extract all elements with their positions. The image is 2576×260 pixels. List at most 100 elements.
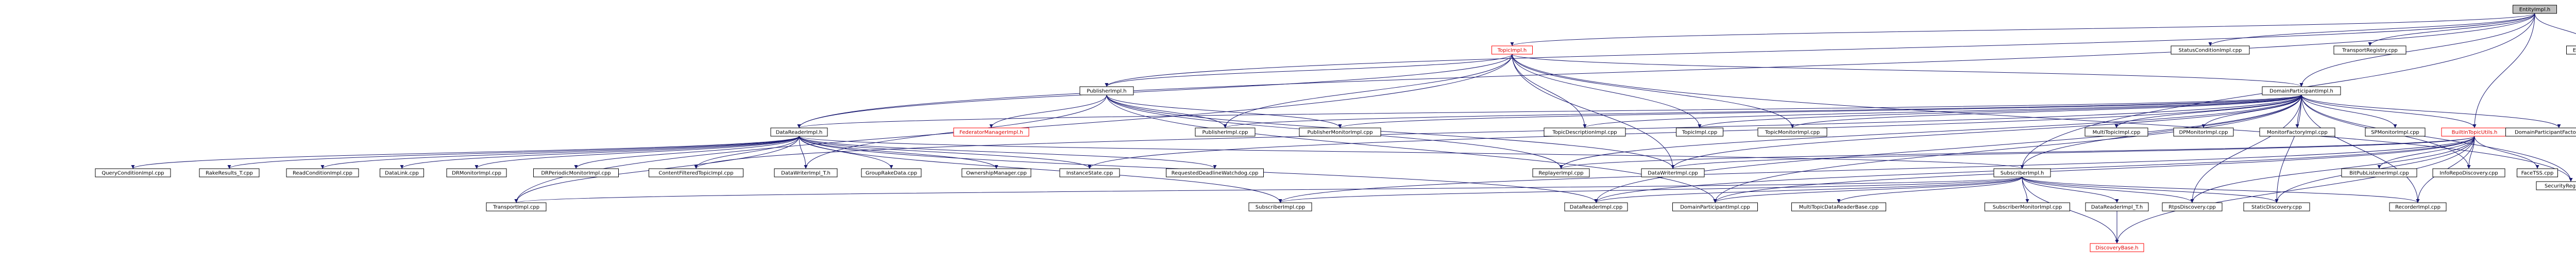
node-requesteddeadlinewatchdog-cpp[interactable]: RequestedDeadlineWatchdog.cpp xyxy=(1166,168,1264,177)
edge-domainparticipantimpl-h-to-datawriterimpl-cpp xyxy=(1671,94,2302,169)
node-datareaderimpl-h[interactable]: DataReaderImpl.h xyxy=(770,127,828,137)
node-box xyxy=(2162,202,2223,212)
node-label: FaceTSS.cpp xyxy=(2521,171,2554,176)
node-label: ReadConditionImpl.cpp xyxy=(293,171,352,176)
edge-topicimpl-h-to-topicimpl-cpp xyxy=(1512,54,1702,128)
node-box xyxy=(1544,127,1626,137)
node-dpmonitorimpl-cpp[interactable]: DPMonitorImpl.cpp xyxy=(2173,127,2234,137)
edge-topicimpl-h-to-datareaderimpl-h xyxy=(797,54,1513,128)
edge-topicimpl-h-to-domainparticipantimpl-h xyxy=(1512,54,2303,87)
node-label: StatusConditionImpl.cpp xyxy=(2179,48,2242,54)
edge-builtintopicutils-h-to-facetss-cpp xyxy=(2474,136,2539,169)
edge-domainparticipantimpl-h-to-builtintopicutils-h xyxy=(2301,94,2477,128)
node-rtpsdiscovery-cpp[interactable]: RtpsDiscovery.cpp xyxy=(2162,202,2223,212)
node-label: DataReaderImpl.cpp xyxy=(1570,205,1622,210)
node-builtintopicutils-h[interactable]: BuiltInTopicUtils.h xyxy=(2441,127,2508,137)
edge-topicimpl-h-to-topicdescriptionimpl-cpp xyxy=(1512,54,1587,128)
node-multitopicdatareaderbase-cpp[interactable]: MultiTopicDataReaderBase.cpp xyxy=(1791,202,1886,212)
node-readconditionimpl-cpp[interactable]: ReadConditionImpl.cpp xyxy=(286,168,359,177)
node-securityregistry-cpp[interactable]: SecurityRegistry.cpp xyxy=(2536,181,2576,190)
node-monitorfactoryimpl-cpp[interactable]: MonitorFactoryImpl.cpp xyxy=(2259,127,2335,137)
node-recorderimpl-cpp[interactable]: RecorderImpl.cpp xyxy=(2389,202,2447,212)
node-replayerimpl-cpp[interactable]: ReplayerImpl.cpp xyxy=(1532,168,1590,177)
node-topicdescriptionimpl-cpp[interactable]: TopicDescriptionImpl.cpp xyxy=(1544,127,1626,137)
edge-domainparticipantimpl-h-to-securityregistry-cpp xyxy=(2301,94,2573,182)
edge-builtintopicutils-h-to-rtpsdiscovery-cpp xyxy=(2190,136,2475,203)
edge-datareaderimpl-h-to-instancestate-cpp xyxy=(799,136,1092,169)
edge-subscriberimpl-h-to-multitopicdatareaderbase-cpp xyxy=(1837,176,2023,203)
node-subscribermonitorimpl-cpp[interactable]: SubscriberMonitorImpl.cpp xyxy=(1985,202,2070,212)
node-box xyxy=(2085,202,2149,212)
node-label: TransportRegistry.cpp xyxy=(2342,48,2398,54)
node-box xyxy=(2333,45,2406,55)
node-box xyxy=(446,168,507,177)
node-publishermonitorimpl-cpp[interactable]: PublisherMonitorImpl.cpp xyxy=(1299,127,1381,137)
node-label: OwnershipManager.cpp xyxy=(966,171,1027,176)
node-transportimpl-cpp[interactable]: TransportImpl.cpp xyxy=(486,202,547,212)
node-contentfilteredtopicimpl-cpp[interactable]: ContentFilteredTopicImpl.cpp xyxy=(649,168,743,177)
node-staticdiscovery-cpp[interactable]: StaticDiscovery.cpp xyxy=(2243,202,2310,212)
node-topicmonitorimpl-cpp[interactable]: TopicMonitorImpl.cpp xyxy=(1757,127,1827,137)
edge-subscriberimpl-h-to-subscriberimpl-cpp xyxy=(1278,176,2023,203)
node-spmonitorimpl-cpp[interactable]: SPMonitorImpl.cpp xyxy=(2365,127,2426,137)
edge-datareaderimpl-h-to-subscriberimpl-h xyxy=(799,136,2024,169)
edge-builtintopicutils-h-to-discoverybase-h xyxy=(2115,136,2475,244)
node-multitopicimpl-cpp[interactable]: MultiTopicImpl.cpp xyxy=(2084,127,2148,137)
node-datareaderimpl-cpp[interactable]: DataReaderImpl.cpp xyxy=(1564,202,1628,212)
node-label: PublisherMonitorImpl.cpp xyxy=(1307,130,1372,136)
edge-entityimpl-h-to-builtintopicutils-h xyxy=(2472,13,2535,128)
node-entityimpl-h[interactable]: EntityImpl.h xyxy=(2513,5,2557,14)
edge-datareaderimpl-h-to-drperiodicmonitorimpl-cpp xyxy=(574,136,800,169)
node-domainparticipantfactoryimpl-cpp[interactable]: DomainParticipantFactoryImpl.cpp xyxy=(2505,127,2576,137)
node-instancestate-cpp[interactable]: InstanceState.cpp xyxy=(1059,168,1120,177)
node-domainparticipantimpl-cpp[interactable]: DomainParticipantImpl.cpp xyxy=(1672,202,1758,212)
node-label: SubscriberImpl.h xyxy=(2001,171,2044,176)
node-box xyxy=(1564,202,1628,212)
node-topicimpl-h[interactable]: TopicImpl.h xyxy=(1492,45,1533,55)
node-bitpubListenerimpl-cpp[interactable]: BitPubListenerImpl.cpp xyxy=(2341,168,2417,177)
edges-layer xyxy=(131,13,2576,244)
node-publisherimpl-cpp[interactable]: PublisherImpl.cpp xyxy=(1195,127,1256,137)
node-rakeresults-t-cpp[interactable]: RakeResults_T.cpp xyxy=(199,168,260,177)
edge-publisherimpl-h-to-federatormanagerimpl-h xyxy=(989,94,1107,128)
node-datawriterimpl-t-h[interactable]: DataWriterImpl_T.h xyxy=(774,168,838,177)
node-box xyxy=(1985,202,2070,212)
node-label: DataWriterImpl_T.h xyxy=(781,171,831,176)
edge-subscriberimpl-h-to-datareaderimpl-cpp xyxy=(1594,176,2023,203)
node-datalink-cpp[interactable]: DataLink.cpp xyxy=(380,168,424,177)
node-label: MultiTopicDataReaderBase.cpp xyxy=(1799,205,1879,210)
node-label: RakeResults_T.cpp xyxy=(206,171,253,176)
edge-datareaderimpl-h-to-groupbakedata-cpp xyxy=(799,136,893,169)
node-discoverybase-h[interactable]: DiscoveryBase.h xyxy=(2090,243,2144,252)
node-datawriterimpl-cpp[interactable]: DataWriterImpl.cpp xyxy=(1641,168,1705,177)
node-box xyxy=(2171,45,2250,55)
node-box xyxy=(1195,127,1256,137)
edge-subscriberimpl-h-to-recorderimpl-cpp xyxy=(2022,176,2420,203)
node-drperiodicmonitorimpl-cpp[interactable]: DRPeriodicMonitorImpl.cpp xyxy=(533,168,619,177)
node-box xyxy=(95,168,171,177)
node-publisherimpl-h[interactable]: PublisherImpl.h xyxy=(1079,86,1134,95)
node-federatormanagerimpl-h[interactable]: FederatorManagerImpl.h xyxy=(953,127,1029,137)
node-ownershipmanager-cpp[interactable]: OwnershipManager.cpp xyxy=(961,168,1031,177)
node-subscriberimpl-h[interactable]: SubscriberImpl.h xyxy=(1993,168,2051,177)
node-datareaderimpl-t-h[interactable]: DataReaderImpl_T.h xyxy=(2085,202,2149,212)
node-queryconditionimpl-cpp[interactable]: QueryConditionImpl.cpp xyxy=(95,168,171,177)
edge-domainparticipantimpl-h-to-topicdescriptionimpl-cpp xyxy=(1583,94,2302,128)
node-box xyxy=(1059,168,1120,177)
node-label: TopicImpl.cpp xyxy=(1682,130,1717,136)
node-topicimpl-cpp[interactable]: TopicImpl.cpp xyxy=(1676,127,1723,137)
node-box xyxy=(533,168,619,177)
node-transportregistry-cpp[interactable]: TransportRegistry.cpp xyxy=(2333,45,2406,55)
node-facetss-cpp[interactable]: FaceTSS.cpp xyxy=(2517,168,2558,177)
node-label: MultiTopicImpl.cpp xyxy=(2093,130,2141,136)
node-statusconditionimpl-cpp[interactable]: StatusConditionImpl.cpp xyxy=(2171,45,2250,55)
node-domainparticipantimpl-h[interactable]: DomainParticipantImpl.h xyxy=(2262,86,2341,95)
node-subscriberimpl-cpp[interactable]: SubscriberImpl.cpp xyxy=(1248,202,1312,212)
node-box xyxy=(774,168,838,177)
node-groupbakedata-cpp[interactable]: GroupRakeData.cpp xyxy=(861,168,922,177)
node-inforepodiscovery-cpp[interactable]: InfoRepoDiscovery.cpp xyxy=(2432,168,2505,177)
node-drmonitorimpl-cpp[interactable]: DRMonitorImpl.cpp xyxy=(446,168,507,177)
node-entityimpl-cpp[interactable]: EntityImpl.cpp xyxy=(2566,45,2576,55)
node-box xyxy=(1299,127,1381,137)
